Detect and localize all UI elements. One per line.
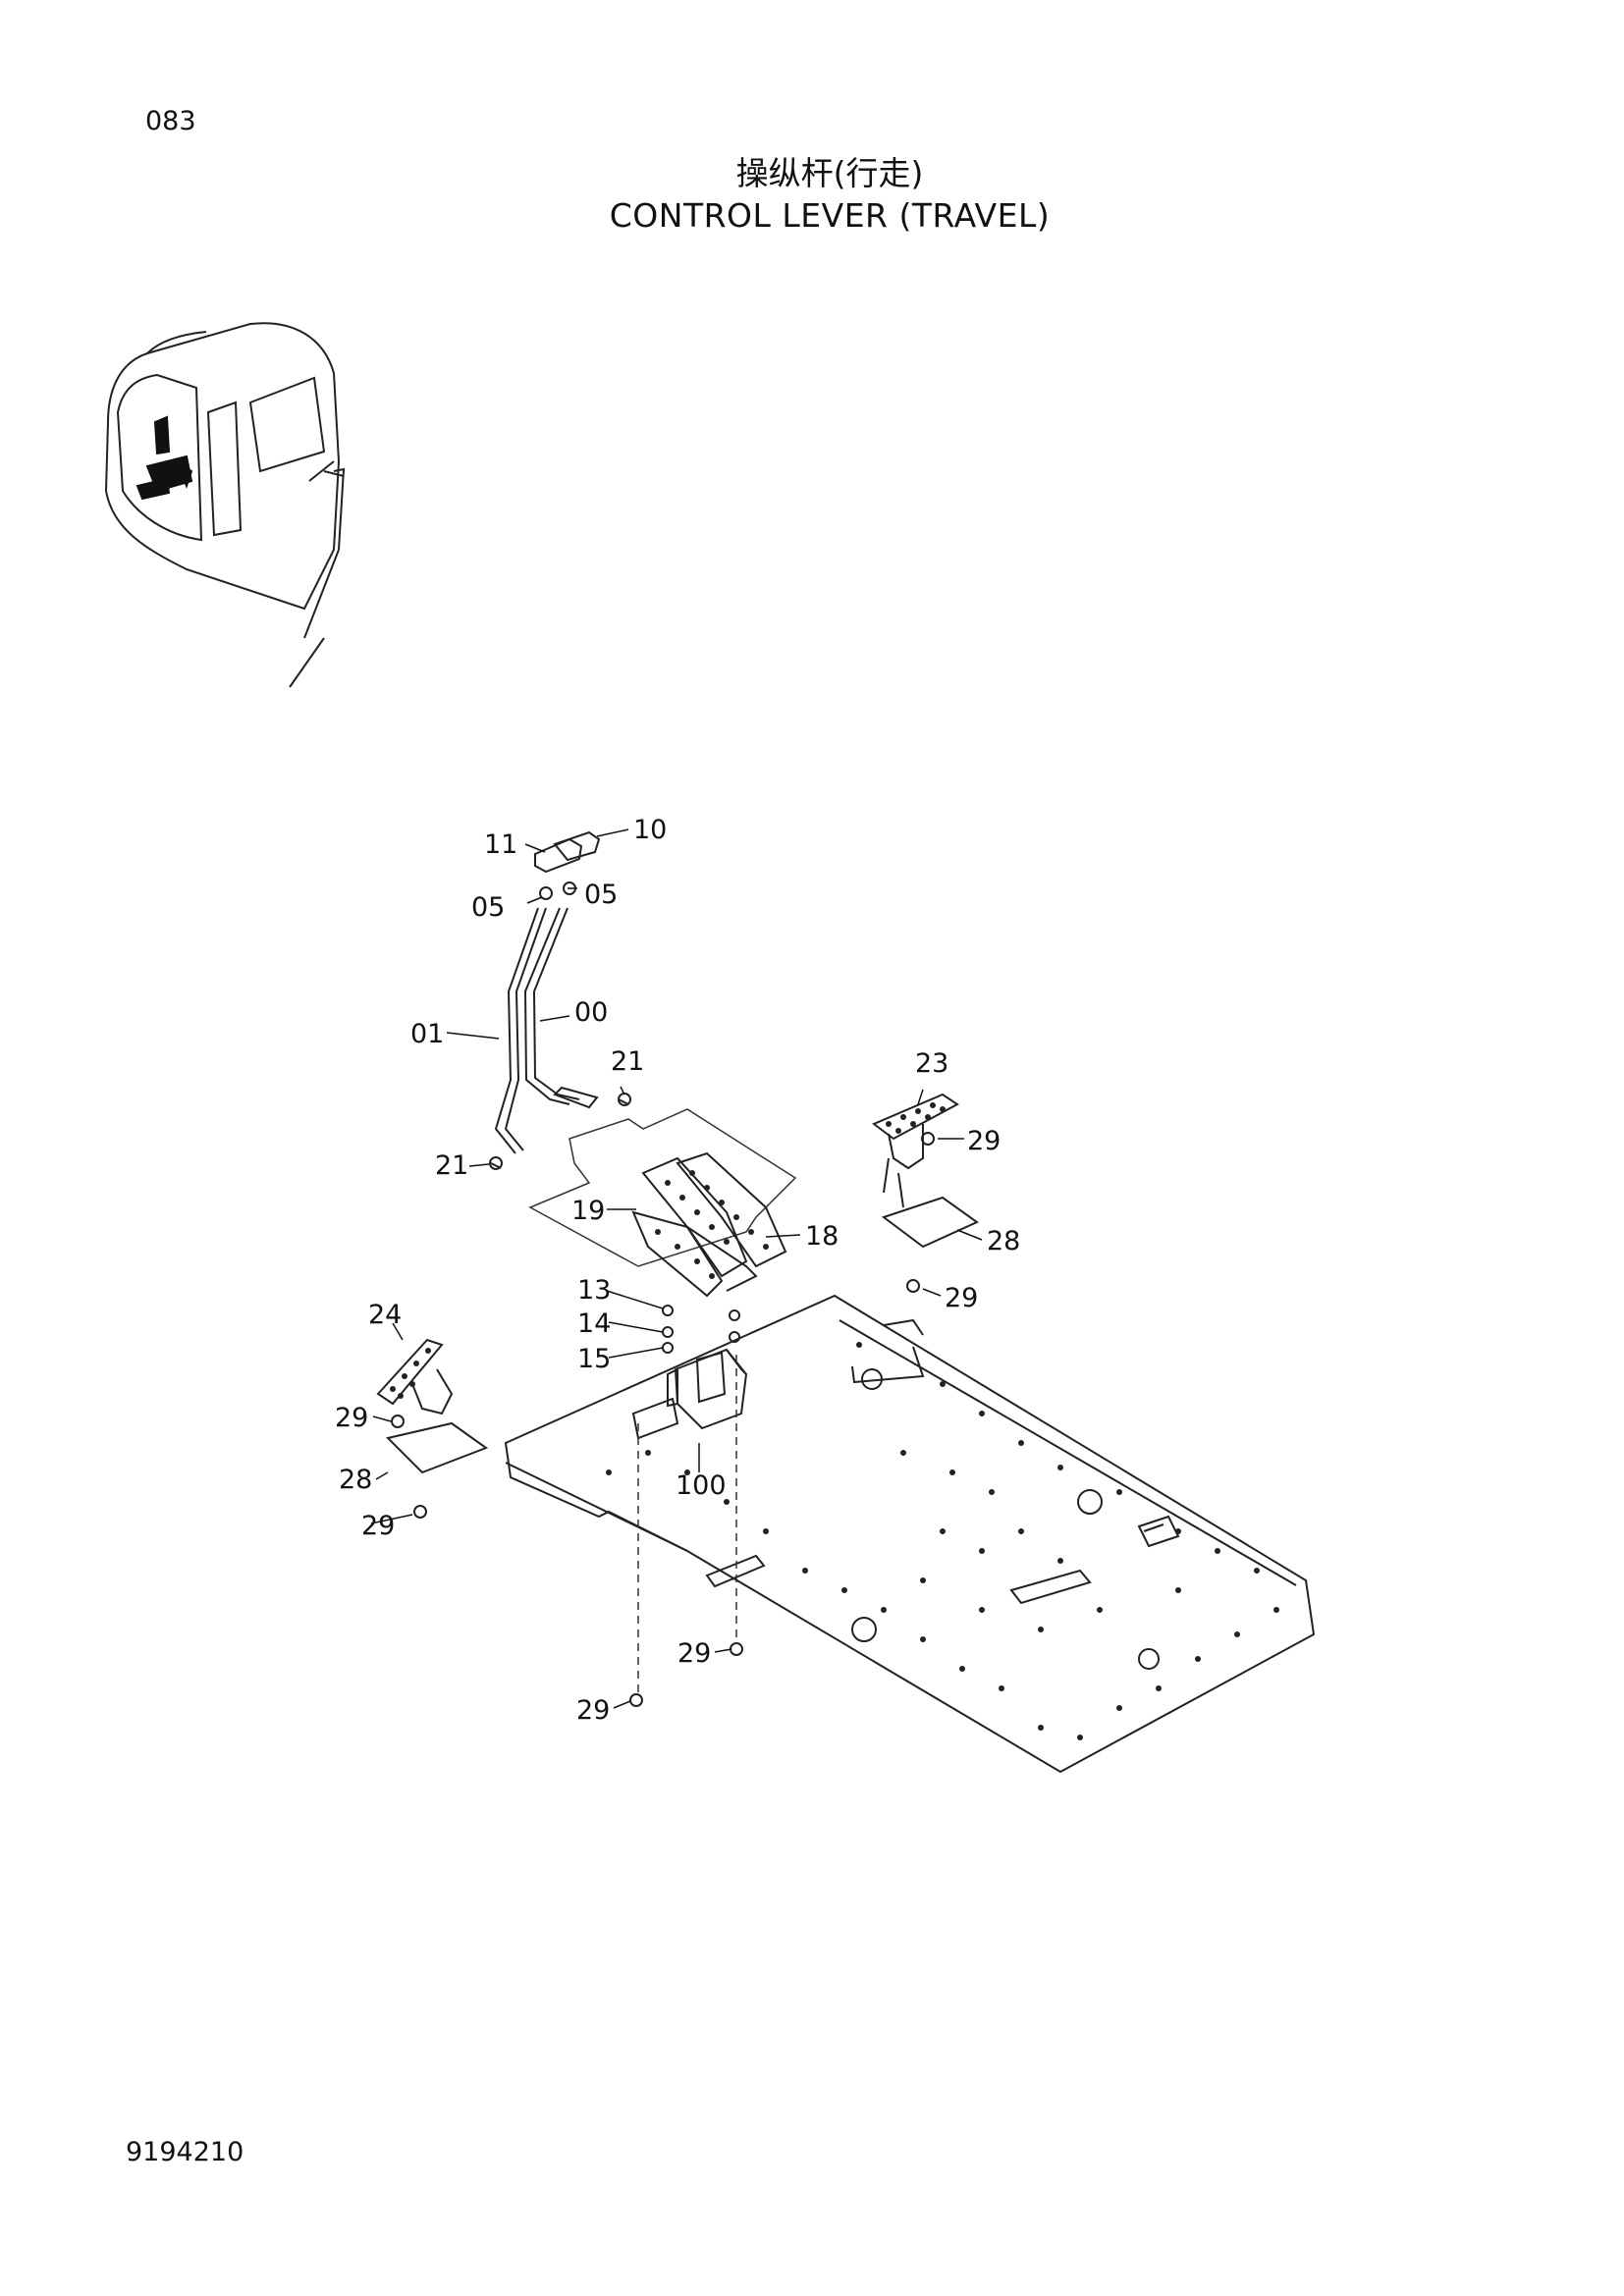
callout-23: 23 <box>915 1048 948 1079</box>
callout-19: 19 <box>571 1196 605 1226</box>
callout-labels: 11 10 05 05 01 00 21 21 23 29 19 18 28 1… <box>335 815 1020 1726</box>
pedal-24 <box>376 1338 489 1474</box>
callout-29-f: 29 <box>576 1695 610 1726</box>
page-number: 083 <box>145 106 196 136</box>
callout-01: 01 <box>410 1019 444 1049</box>
pedal-23 <box>872 1093 979 1249</box>
callout-28-right: 28 <box>987 1226 1020 1256</box>
callout-29-a: 29 <box>967 1126 1001 1156</box>
pedal-treads <box>655 1170 769 1279</box>
floor-plate-bolt-holes <box>606 1342 1279 1740</box>
pedal-outline <box>528 1108 797 1267</box>
lever-rods <box>494 907 599 1154</box>
callout-29-e: 29 <box>677 1638 711 1669</box>
document-code: 9194210 <box>126 2137 244 2167</box>
fasteners <box>391 1093 935 1707</box>
callout-05-right: 05 <box>584 880 618 910</box>
callout-00: 00 <box>574 997 608 1028</box>
callout-05-left: 05 <box>471 892 505 923</box>
pedal-23-treads <box>886 1102 946 1134</box>
callout-28-left: 28 <box>339 1465 372 1495</box>
title-english: CONTROL LEVER (TRAVEL) <box>609 196 1051 235</box>
callout-29-d: 29 <box>361 1511 395 1541</box>
callout-21-upper: 21 <box>611 1046 644 1077</box>
callout-15: 15 <box>577 1344 611 1374</box>
cab-location-thumbnail <box>104 322 346 688</box>
callout-100: 100 <box>676 1470 727 1501</box>
leader-lines <box>370 828 983 1709</box>
callout-24: 24 <box>368 1300 402 1330</box>
callout-29-c: 29 <box>335 1403 368 1433</box>
cab-lever-highlight <box>135 415 193 501</box>
floor-plate-holes <box>851 1368 1160 1670</box>
callout-10: 10 <box>633 815 667 845</box>
alignment-lines <box>637 1355 737 1693</box>
callout-14: 14 <box>577 1308 611 1339</box>
floor-plate <box>504 1294 1316 1774</box>
callout-29-b: 29 <box>945 1283 978 1313</box>
pilot-valve <box>667 1348 748 1430</box>
travel-pedals <box>631 1151 787 1298</box>
callout-18: 18 <box>805 1221 839 1252</box>
title-chinese: 操纵杆(行走) <box>735 154 924 192</box>
callout-21-lower: 21 <box>435 1150 468 1181</box>
callout-11: 11 <box>484 829 517 860</box>
pedal-24-treads <box>390 1348 431 1399</box>
callout-13: 13 <box>577 1275 611 1306</box>
